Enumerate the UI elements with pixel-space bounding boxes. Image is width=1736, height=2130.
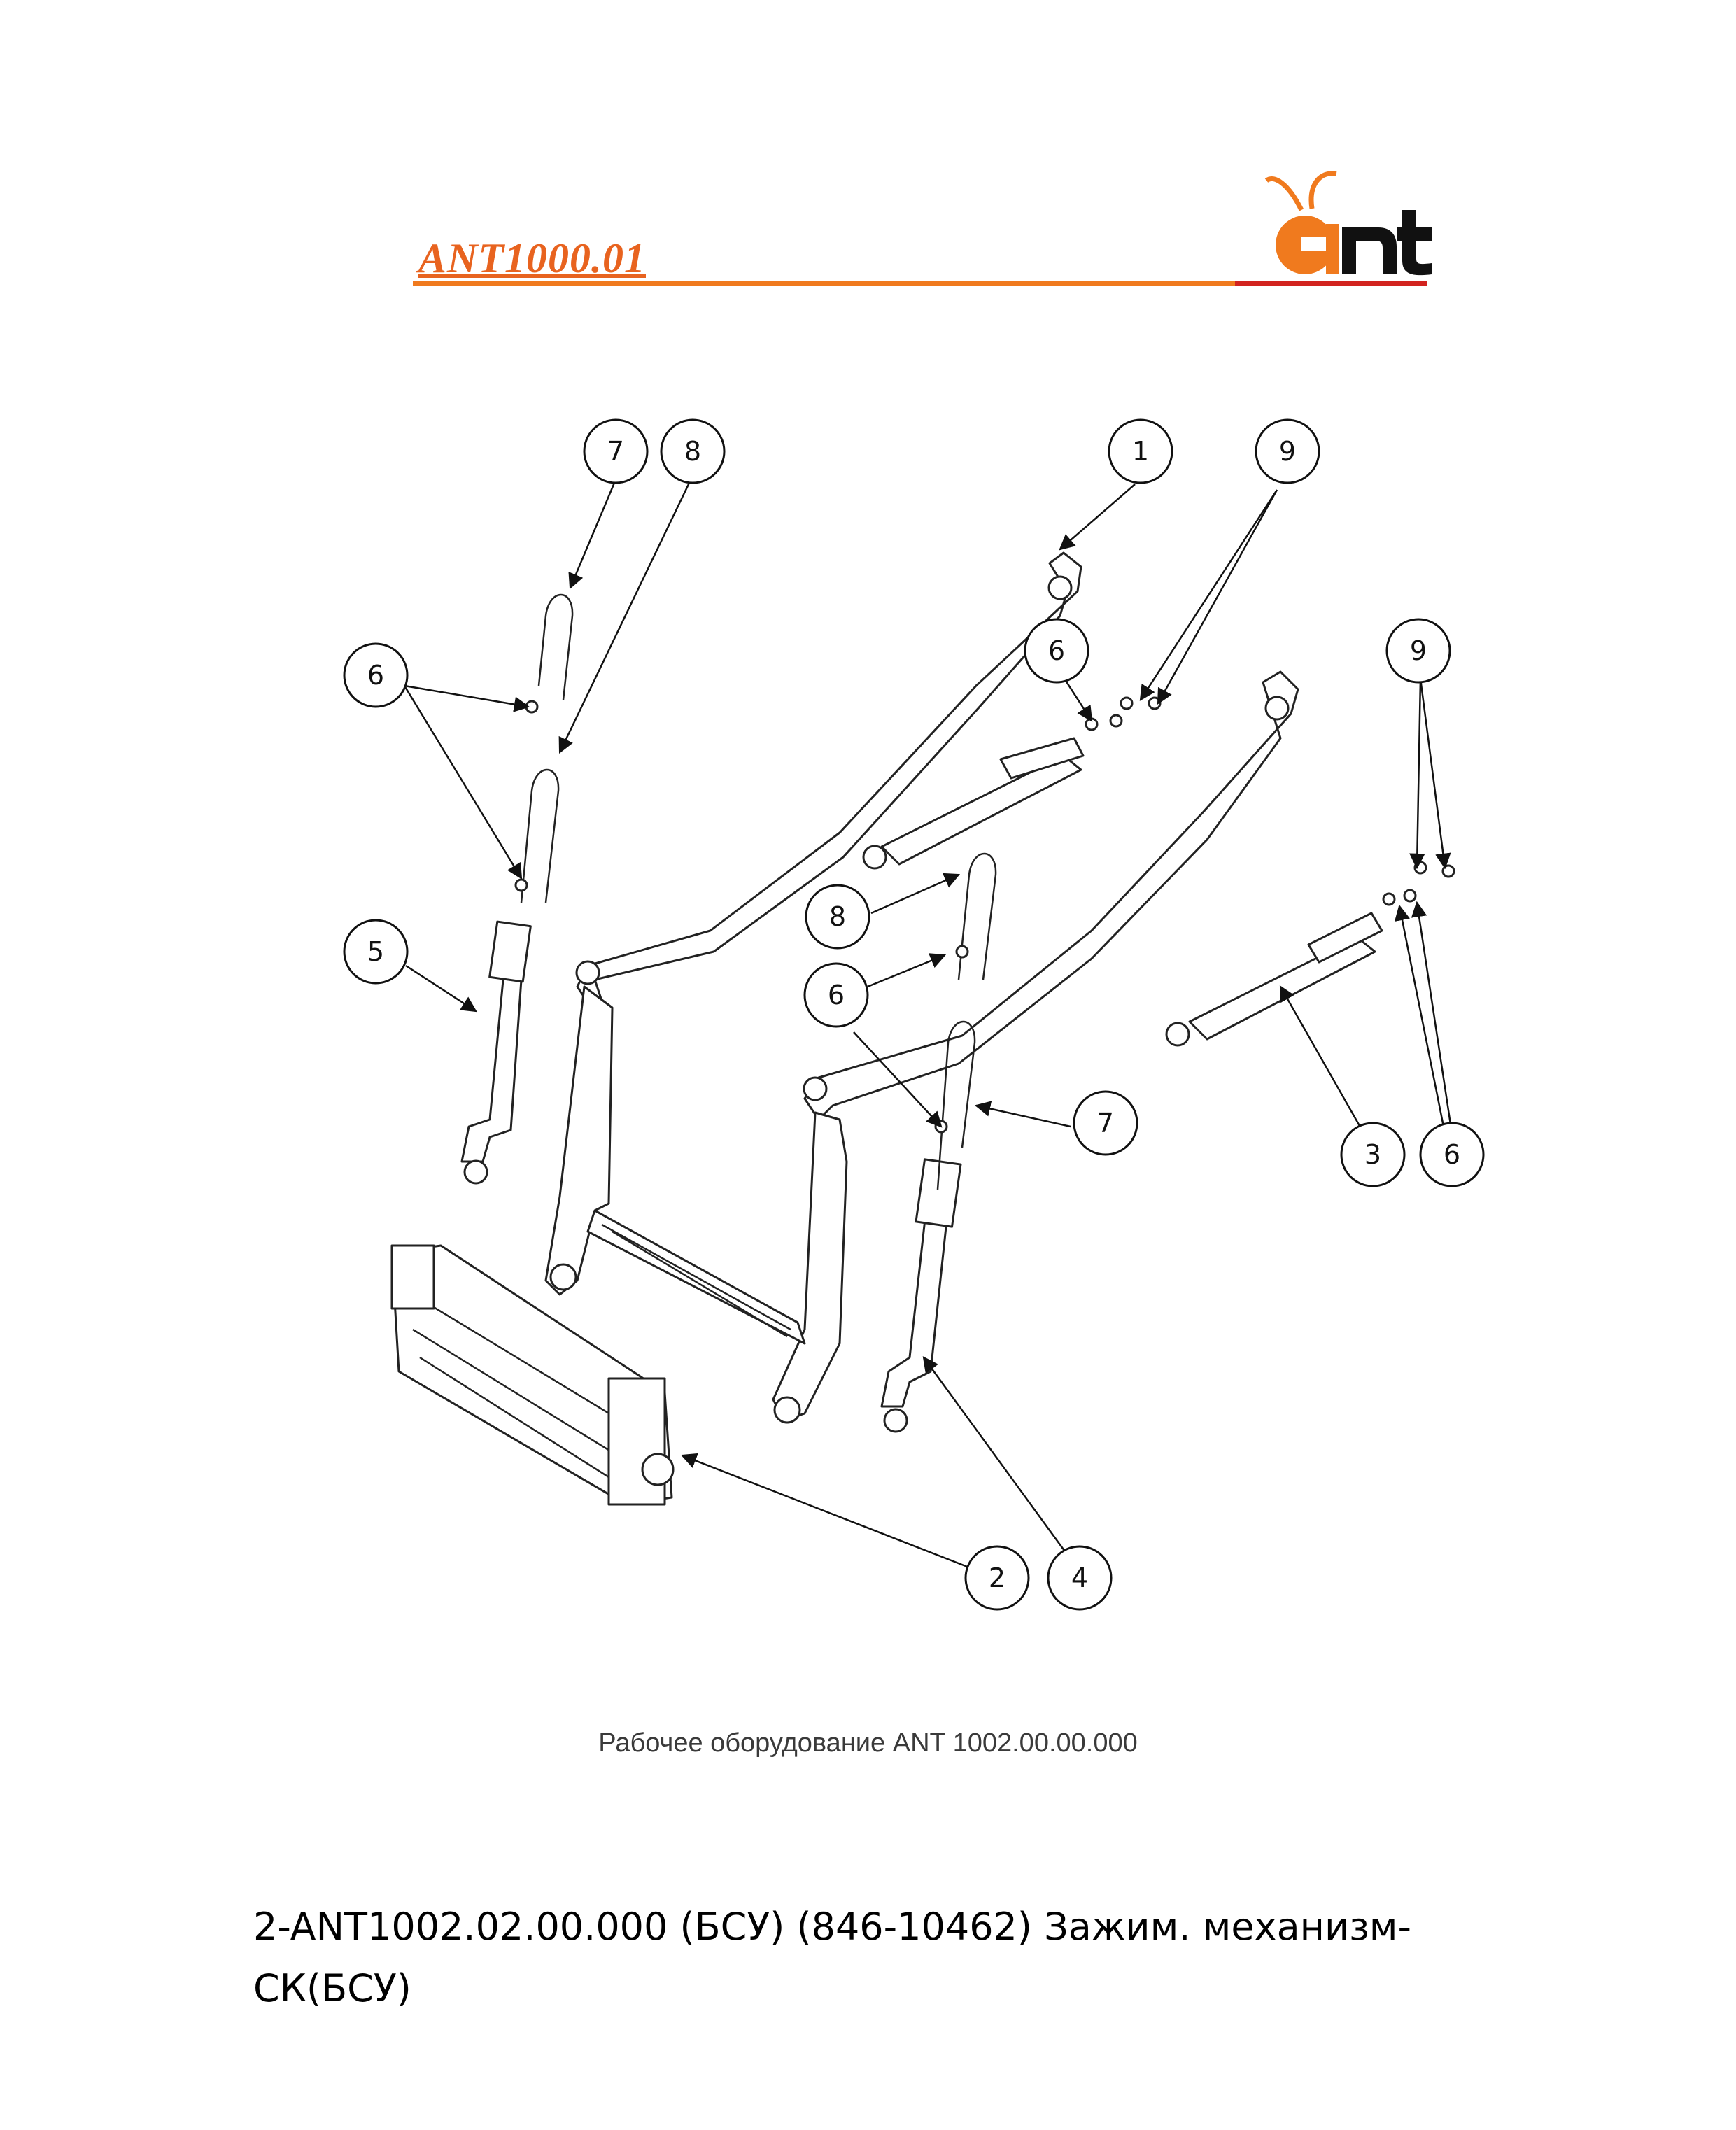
callout-9-top: 9: [1255, 418, 1320, 484]
callout-7-center: 7: [1073, 1090, 1138, 1156]
mounting-bracket-2: [390, 1244, 675, 1506]
svg-text:9: 9: [1279, 436, 1296, 467]
hydraulic-cylinder-3: [1165, 912, 1383, 1047]
hydraulic-cylinder-4: [880, 1158, 962, 1433]
callout-3: 3: [1340, 1122, 1406, 1187]
svg-text:8: 8: [684, 436, 701, 467]
svg-text:6: 6: [1048, 635, 1065, 666]
callout-4: 4: [1047, 1545, 1113, 1611]
ant-logo: [1264, 171, 1432, 276]
hoses-left: [520, 593, 574, 903]
svg-text:7: 7: [1097, 1108, 1114, 1138]
callout-9-right: 9: [1385, 618, 1451, 684]
callout-6-upper: 6: [1024, 618, 1089, 684]
svg-text:7: 7: [607, 436, 624, 467]
callout-6-left: 6: [343, 642, 409, 708]
callout-5: 5: [343, 919, 409, 985]
svg-text:8: 8: [829, 901, 846, 932]
hoses-center: [936, 852, 997, 1190]
svg-text:6: 6: [828, 980, 845, 1010]
svg-text:9: 9: [1410, 635, 1427, 666]
callout-6-center: 6: [803, 962, 869, 1028]
figure-caption: Рабочее оборудование ANT 1002.00.00.000: [598, 1728, 1138, 1758]
callout-6-right: 6: [1419, 1122, 1485, 1187]
loader-frame-right-arm: [803, 670, 1299, 1121]
header-rule: [413, 281, 1425, 286]
svg-text:5: 5: [367, 936, 384, 967]
svg-text:3: 3: [1364, 1139, 1381, 1170]
document-code: ANT1000.01: [418, 235, 646, 281]
svg-text:6: 6: [367, 660, 384, 691]
callout-1: 1: [1108, 418, 1173, 484]
hydraulic-cylinder-upper: [862, 737, 1085, 870]
callout-8-center: 8: [805, 884, 870, 950]
loader-frame-uprights: [544, 985, 848, 1424]
leader-lines: [403, 482, 1453, 1569]
svg-text:2: 2: [989, 1563, 1005, 1593]
header-rule-accent: [1235, 281, 1427, 286]
fittings: [514, 696, 1455, 1134]
svg-text:6: 6: [1444, 1139, 1460, 1170]
hydraulic-cylinder-5: [460, 920, 532, 1185]
svg-text:1: 1: [1132, 436, 1149, 467]
svg-text:4: 4: [1071, 1563, 1088, 1593]
callout-7-top-left: 7: [583, 418, 649, 484]
callout-8-top-left: 8: [660, 418, 726, 484]
part-description: 2-ANT1002.02.00.000 (БСУ) (846-10462) За…: [253, 1905, 1412, 2010]
callout-2: 2: [964, 1545, 1030, 1611]
